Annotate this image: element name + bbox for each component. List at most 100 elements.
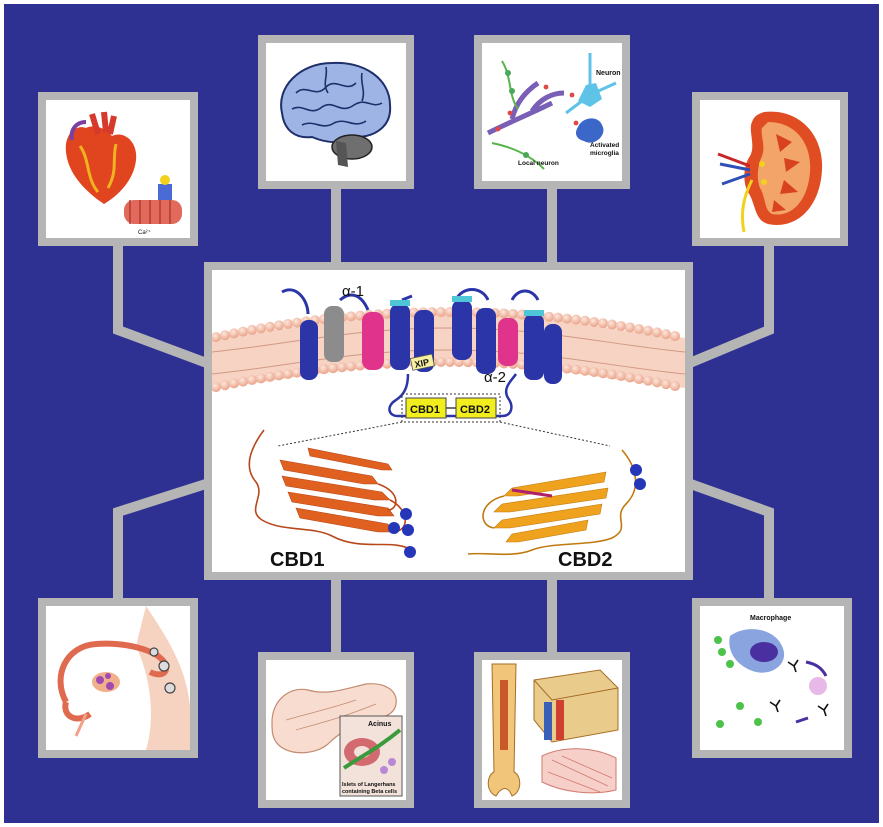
cbd2-box-label: CBD2 — [460, 404, 490, 416]
lipid-head — [634, 374, 644, 384]
helix-2 — [324, 306, 344, 362]
lipid-head — [319, 364, 329, 374]
lipid-head — [589, 317, 599, 327]
kidney-icon — [700, 100, 840, 238]
lipid-head — [328, 363, 338, 373]
lipid-head — [625, 372, 635, 382]
cbd1-box-label: CBD1 — [410, 404, 440, 416]
lipid-head — [625, 322, 635, 332]
lipid-head — [346, 361, 356, 371]
islets-label-1: Islets of Langerhans — [342, 782, 396, 788]
panel-heart: Ca²⁺ — [38, 92, 198, 246]
neuron-icon: Neuron Activated microglia Local neuron — [482, 43, 622, 181]
exchanger-structure-diagram: XIP α-1 α-2 CBD1 CBD2 — [212, 270, 685, 572]
lipid-head — [283, 319, 293, 329]
lipid-head — [238, 377, 248, 387]
center-panel: XIP α-1 α-2 CBD1 CBD2 — [204, 262, 693, 580]
alpha1-helix — [362, 312, 384, 370]
helix-7 — [476, 308, 496, 374]
alpha2-helix — [498, 318, 518, 366]
lipid-head — [544, 312, 554, 322]
lipid-membrane — [212, 307, 685, 392]
lipid-head — [229, 378, 239, 388]
alpha1-label: α-1 — [342, 283, 364, 300]
lipid-head — [247, 325, 257, 335]
lipid-head — [580, 316, 590, 326]
connector-heart — [118, 245, 212, 365]
lipid-head — [265, 322, 275, 332]
helix-6 — [452, 300, 472, 360]
heart-icon: Ca²⁺ — [46, 100, 190, 238]
panel-bone — [474, 652, 630, 808]
lipid-head — [589, 367, 599, 377]
lipid-head — [670, 331, 680, 341]
lipid-head — [652, 327, 662, 337]
lipid-head — [220, 380, 230, 390]
cbd2-structure-label: CBD2 — [558, 549, 612, 571]
neuron-label: Neuron — [596, 70, 621, 77]
helix-1 — [300, 320, 318, 380]
activated-label-2: microglia — [590, 150, 619, 157]
lipid-head — [274, 370, 284, 380]
cbd1-structure-label: CBD1 — [270, 549, 324, 571]
lipid-head — [247, 375, 257, 385]
lipid-head — [562, 364, 572, 374]
panel-kidney — [692, 92, 848, 246]
local-neuron-label: Local neuron — [518, 160, 559, 167]
pancreas-icon: Acinus Islets of Langerhans containing B… — [266, 660, 406, 800]
lipid-head — [508, 309, 518, 319]
lipid-head — [607, 370, 617, 380]
ovary-icon — [46, 606, 190, 750]
lipid-head — [598, 318, 608, 328]
lipid-head — [553, 313, 563, 323]
bone-muscle-icon — [482, 660, 622, 800]
acinus-label: Acinus — [368, 721, 391, 728]
panel-pancreas: Acinus Islets of Langerhans containing B… — [258, 652, 414, 808]
connector-immune — [685, 482, 769, 598]
islets-label-2: containing Beta cells — [342, 789, 397, 795]
lipid-head — [670, 381, 680, 391]
lipid-head — [562, 314, 572, 324]
lipid-head — [661, 379, 671, 389]
helix-10 — [544, 324, 562, 384]
lipid-head — [616, 321, 626, 331]
lipid-head — [571, 315, 581, 325]
heart-ca-label: Ca²⁺ — [138, 229, 151, 236]
lipid-head — [499, 308, 509, 318]
brain-icon — [266, 43, 406, 181]
lipid-head — [643, 376, 653, 386]
lipid-head — [445, 357, 455, 367]
cbd2-structure — [468, 450, 646, 554]
connector-reproductive — [118, 482, 212, 598]
helix-4 — [390, 304, 410, 370]
alpha2-label: α-2 — [484, 369, 506, 386]
lipid-head — [256, 373, 266, 383]
lipid-head — [634, 324, 644, 334]
cbd1-structure — [249, 430, 416, 558]
lipid-head — [229, 328, 239, 338]
macrophage-label: Macrophage — [750, 615, 791, 622]
lipid-head — [265, 372, 275, 382]
lipid-head — [580, 366, 590, 376]
lipid-head — [256, 323, 266, 333]
lipid-head — [661, 329, 671, 339]
macrophage-icon: Macrophage — [700, 606, 844, 750]
lipid-head — [436, 357, 446, 367]
lipid-head — [643, 326, 653, 336]
lipid-head — [346, 311, 356, 321]
lipid-head — [571, 365, 581, 375]
panel-immune: Macrophage — [692, 598, 852, 758]
lipid-head — [607, 320, 617, 330]
activated-label-1: Activated — [590, 142, 619, 149]
lipid-head — [652, 377, 662, 387]
lipid-head — [220, 330, 230, 340]
lipid-head — [436, 307, 446, 317]
panel-brain — [258, 35, 414, 189]
helix-9 — [524, 314, 544, 380]
connector-kidney — [685, 245, 769, 365]
lipid-head — [274, 320, 284, 330]
panel-neurons: Neuron Activated microglia Local neuron — [474, 35, 630, 189]
panel-reproductive — [38, 598, 198, 758]
lipid-head — [238, 327, 248, 337]
